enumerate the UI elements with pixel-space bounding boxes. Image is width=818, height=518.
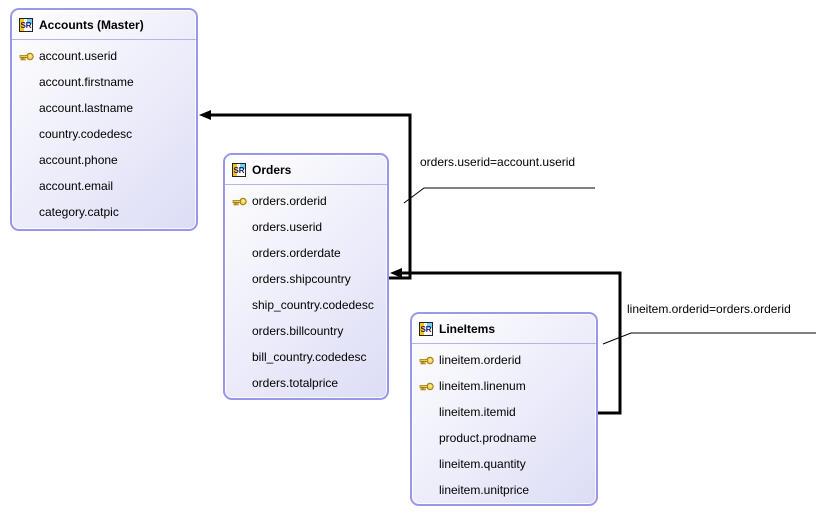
field-row[interactable]: account.firstname (12, 69, 196, 95)
field-row[interactable]: orders.totalprice (225, 370, 387, 396)
arrowhead-into-orders (390, 268, 402, 278)
field-name: orders.totalprice (252, 376, 339, 390)
table-title: Accounts (Master) (39, 17, 144, 32)
primary-key-icon (419, 355, 435, 366)
field-list-lineitems: lineitem.orderid lineitem.linenum lineitem… (412, 344, 596, 503)
field-name: orders.orderid (252, 194, 327, 208)
field-name: ship_country.codedesc (252, 298, 374, 312)
table-icon-glyph: SR (420, 325, 431, 334)
field-name: orders.shipcountry (252, 272, 351, 286)
table-header-accounts[interactable]: SR Accounts (Master) (12, 10, 196, 40)
field-row[interactable]: ship_country.codedesc (225, 292, 387, 318)
field-row[interactable]: account.userid (12, 43, 196, 69)
field-row[interactable]: orders.orderdate (225, 240, 387, 266)
field-list-orders: orders.orderid orders.userid orders.orderd… (225, 185, 387, 396)
field-name: lineitem.quantity (439, 457, 526, 471)
table-icon-glyph: SR (233, 166, 244, 175)
label-callout-line-1 (403, 187, 595, 204)
field-row[interactable]: orders.shipcountry (225, 266, 387, 292)
table-icon: SR (19, 17, 33, 32)
field-name: country.codedesc (39, 127, 133, 141)
primary-key-icon (19, 51, 35, 62)
field-name: product.prodname (439, 431, 537, 445)
table-icon: SR (232, 162, 246, 177)
field-name: lineitem.orderid (439, 353, 522, 367)
field-name: category.catpic (39, 205, 119, 219)
relation-label-orders-accounts: orders.userid=account.userid (420, 155, 576, 169)
label-callout-line-2 (602, 332, 816, 345)
field-row[interactable]: lineitem.orderid (412, 347, 596, 373)
field-row[interactable]: account.lastname (12, 95, 196, 121)
field-row[interactable]: orders.orderid (225, 188, 387, 214)
field-row[interactable]: lineitem.linenum (412, 373, 596, 399)
field-name: account.phone (39, 153, 118, 167)
field-name: bill_country.codedesc (252, 350, 367, 364)
field-name: orders.orderdate (252, 246, 341, 260)
table-icon: SR (419, 321, 433, 336)
field-name: account.userid (39, 49, 118, 63)
field-name: orders.userid (252, 220, 323, 234)
field-name: account.firstname (39, 75, 134, 89)
table-title: Orders (252, 162, 292, 177)
field-row[interactable]: orders.billcountry (225, 318, 387, 344)
field-row[interactable]: lineitem.itemid (412, 399, 596, 425)
field-row[interactable]: lineitem.quantity (412, 451, 596, 477)
table-node-lineitems[interactable]: SR LineItems lineitem.orderid lineitem.li… (410, 312, 598, 506)
arrowhead-into-accounts (199, 110, 211, 120)
field-name: lineitem.itemid (439, 405, 516, 419)
field-row[interactable]: account.phone (12, 147, 196, 173)
table-icon-glyph: SR (20, 21, 31, 30)
field-name: account.email (39, 179, 114, 193)
field-row[interactable]: account.email (12, 173, 196, 199)
field-row[interactable]: lineitem.unitprice (412, 477, 596, 503)
field-row[interactable]: category.catpic (12, 199, 196, 225)
field-name: lineitem.linenum (439, 379, 526, 393)
field-row[interactable]: product.prodname (412, 425, 596, 451)
relation-label-lineitems-orders: lineitem.orderid=orders.orderid (627, 302, 791, 316)
field-name: lineitem.unitprice (439, 483, 530, 497)
field-name: account.lastname (39, 101, 134, 115)
field-row[interactable]: bill_country.codedesc (225, 344, 387, 370)
field-name: orders.billcountry (252, 324, 344, 338)
table-title: LineItems (439, 321, 496, 336)
table-header-lineitems[interactable]: SR LineItems (412, 314, 596, 344)
field-row[interactable]: country.codedesc (12, 121, 196, 147)
primary-key-icon (419, 381, 435, 392)
table-header-orders[interactable]: SR Orders (225, 155, 387, 185)
field-row[interactable]: orders.userid (225, 214, 387, 240)
field-list-accounts: account.userid account.firstname account.l… (12, 40, 196, 225)
primary-key-icon (232, 196, 248, 207)
